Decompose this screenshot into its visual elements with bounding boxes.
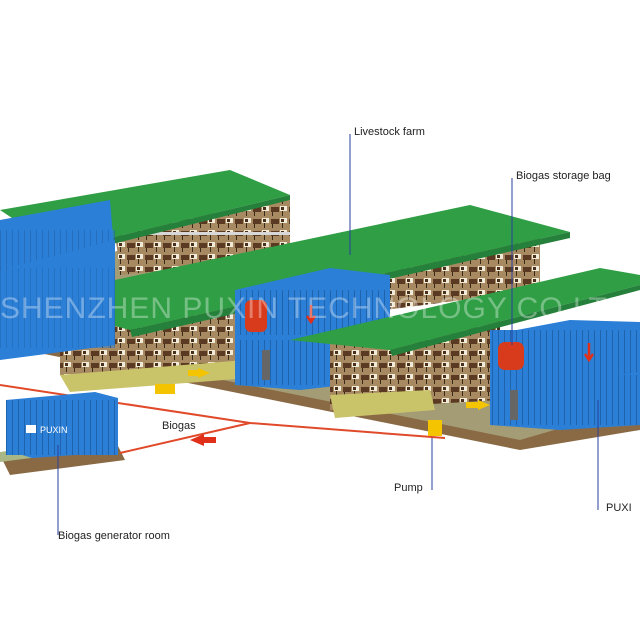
label-biogas: Biogas [162,420,196,432]
label-pump: Pump [394,482,423,494]
generator-room: PUXIN [6,392,118,458]
watermark: SHENZHEN PUXIN TECHNOLOGY CO LTD [0,292,631,325]
right-container-stack [428,320,640,436]
callout-lines [57,134,599,535]
label-livestock-farm: Livestock farm [354,126,425,138]
label-generator-room: Biogas generator room [58,530,170,542]
generator-brand: PUXIN [40,425,68,435]
middle-container-stack [155,268,390,394]
biogas-flow-arrow [190,434,216,446]
barn-3 [290,268,640,418]
label-puxin-right: PUXI [606,502,632,514]
label-biogas-storage-bag: Biogas storage bag [516,170,611,182]
